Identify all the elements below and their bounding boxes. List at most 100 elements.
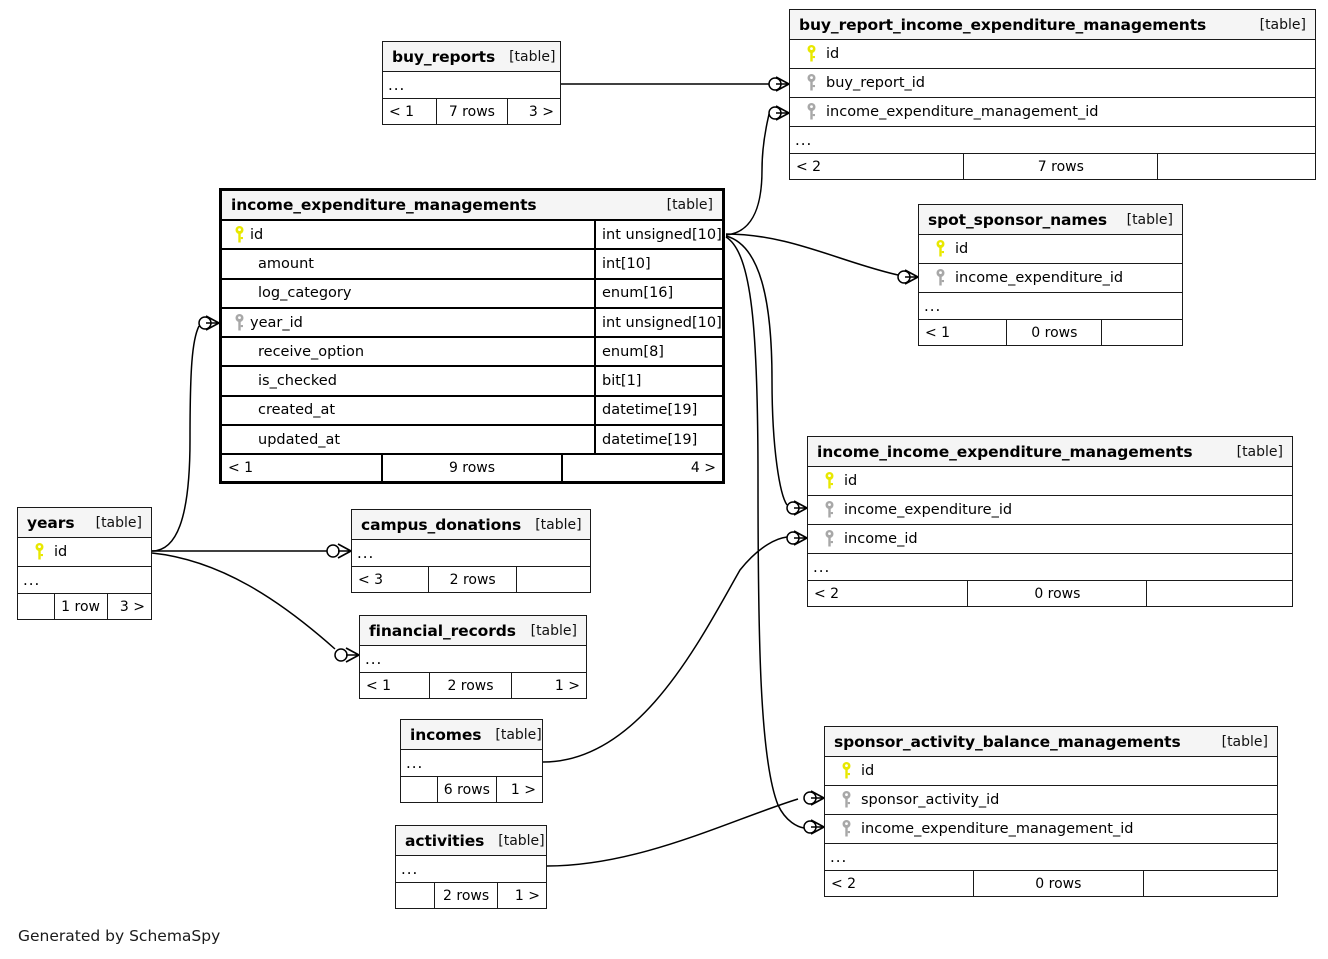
- column-row[interactable]: is_checked bit[1]: [222, 367, 722, 397]
- column-name: income_expenditure_management_id: [861, 821, 1134, 837]
- footer-cell[interactable]: [18, 594, 54, 619]
- table-buy_report_income_expenditure_managements[interactable]: buy_report_income_expenditure_management…: [789, 9, 1316, 180]
- footer-cell[interactable]: 7 rows: [963, 154, 1157, 179]
- column-name: id: [54, 544, 68, 560]
- footer-cell[interactable]: 1 row: [53, 594, 107, 619]
- footer-cell[interactable]: 0 rows: [1006, 320, 1101, 345]
- column-name-cell: buy_report_id: [790, 74, 1315, 92]
- column-name: is_checked: [258, 373, 337, 390]
- footer-cell[interactable]: 2 rows: [429, 673, 510, 698]
- key-slot: [925, 240, 955, 258]
- footer-cell[interactable]: < 2: [796, 158, 822, 175]
- footer-cell[interactable]: 3 >: [506, 99, 560, 124]
- table-income_income_expenditure_managements[interactable]: income_income_expenditure_managements[ta…: [807, 436, 1293, 607]
- key-slot: [228, 225, 250, 244]
- key-icon-foreign: [842, 820, 850, 837]
- footer-cell[interactable]: 1 >: [495, 777, 542, 802]
- column-row[interactable]: income_expenditure_id: [919, 264, 1182, 293]
- footer-cell[interactable]: 0 rows: [972, 871, 1144, 896]
- footer-cell[interactable]: 1 >: [510, 673, 586, 698]
- more-columns-ellipsis: ...: [790, 127, 1315, 154]
- table-name: income_expenditure_managements: [231, 196, 537, 214]
- table-footer: < 1 0 rows: [919, 320, 1182, 345]
- footer-cell[interactable]: < 2: [831, 875, 857, 892]
- column-row[interactable]: id: [808, 467, 1292, 496]
- column-type: enum[16]: [594, 279, 722, 307]
- footer-cell[interactable]: 9 rows: [381, 455, 561, 482]
- table-header-buy_reports: buy_reports[table]: [383, 42, 560, 72]
- column-name: id: [955, 241, 969, 257]
- footer-cell[interactable]: 7 rows: [435, 99, 507, 124]
- footer-cell[interactable]: [1101, 320, 1182, 345]
- footer-cell[interactable]: 0 rows: [967, 581, 1146, 606]
- key-icon-foreign: [842, 791, 850, 808]
- column-name: log_category: [258, 285, 352, 302]
- column-name: created_at: [258, 402, 336, 419]
- footer-cell[interactable]: < 1: [366, 677, 392, 694]
- footer-cell[interactable]: 1 >: [496, 883, 546, 908]
- more-columns-ellipsis: ...: [352, 540, 590, 567]
- table-tag: [table]: [1236, 443, 1283, 460]
- edge-iem-to-income-iem: [725, 235, 808, 516]
- footer-cell[interactable]: 6 rows: [436, 777, 496, 802]
- more-columns-ellipsis: ...: [18, 567, 151, 594]
- column-name: buy_report_id: [826, 75, 925, 91]
- column-row[interactable]: id: [18, 538, 151, 567]
- column-row[interactable]: sponsor_activity_id: [825, 786, 1277, 815]
- footer-cell[interactable]: < 3: [358, 571, 384, 588]
- footer-cell[interactable]: 4 >: [560, 455, 722, 482]
- column-name: amount: [258, 255, 314, 272]
- key-icon-foreign: [825, 530, 833, 547]
- column-row[interactable]: income_expenditure_management_id: [825, 815, 1277, 844]
- footer-cell[interactable]: [1146, 581, 1292, 606]
- table-name: incomes: [410, 725, 482, 744]
- column-row[interactable]: id: [790, 40, 1315, 69]
- footer-cell[interactable]: < 1: [925, 324, 951, 341]
- footer-cell[interactable]: 3 >: [106, 594, 151, 619]
- column-row[interactable]: log_category enum[16]: [222, 279, 722, 309]
- footer-cell[interactable]: 2 rows: [434, 883, 497, 908]
- column-row[interactable]: income_id: [808, 525, 1292, 554]
- column-row[interactable]: id: [825, 757, 1277, 786]
- footer-cell[interactable]: < 1: [389, 103, 415, 120]
- footer-cell[interactable]: [1157, 154, 1315, 179]
- footer-cell[interactable]: < 2: [814, 585, 840, 602]
- table-sponsor_activity_balance_managements[interactable]: sponsor_activity_balance_managements[tab…: [824, 726, 1278, 897]
- key-slot: [814, 501, 844, 519]
- footer-cell[interactable]: [401, 777, 437, 802]
- table-tag: [table]: [1221, 733, 1268, 750]
- key-icon-primary: [936, 240, 944, 257]
- column-row[interactable]: income_expenditure_id: [808, 496, 1292, 525]
- table-header-incomes: incomes[table]: [401, 720, 542, 750]
- column-row[interactable]: id: [919, 235, 1182, 264]
- footer-cell[interactable]: [1143, 871, 1277, 896]
- column-name: id: [844, 473, 858, 489]
- column-type: bit[1]: [594, 367, 722, 395]
- footer-cell[interactable]: [396, 883, 434, 908]
- table-name: spot_sponsor_names: [928, 210, 1107, 229]
- footer-cell[interactable]: 2 rows: [427, 567, 517, 592]
- table-header-financial_records: financial_records[table]: [360, 616, 586, 646]
- column-row[interactable]: income_expenditure_management_id: [790, 98, 1315, 127]
- footer-cell[interactable]: [516, 567, 590, 592]
- footer-cell[interactable]: < 1: [228, 460, 254, 477]
- column-row[interactable]: buy_report_id: [790, 69, 1315, 98]
- more-columns-ellipsis: ...: [825, 844, 1277, 871]
- column-name-cell: id: [790, 45, 1315, 63]
- edge-iem-to-buy-report-iem: [725, 105, 790, 236]
